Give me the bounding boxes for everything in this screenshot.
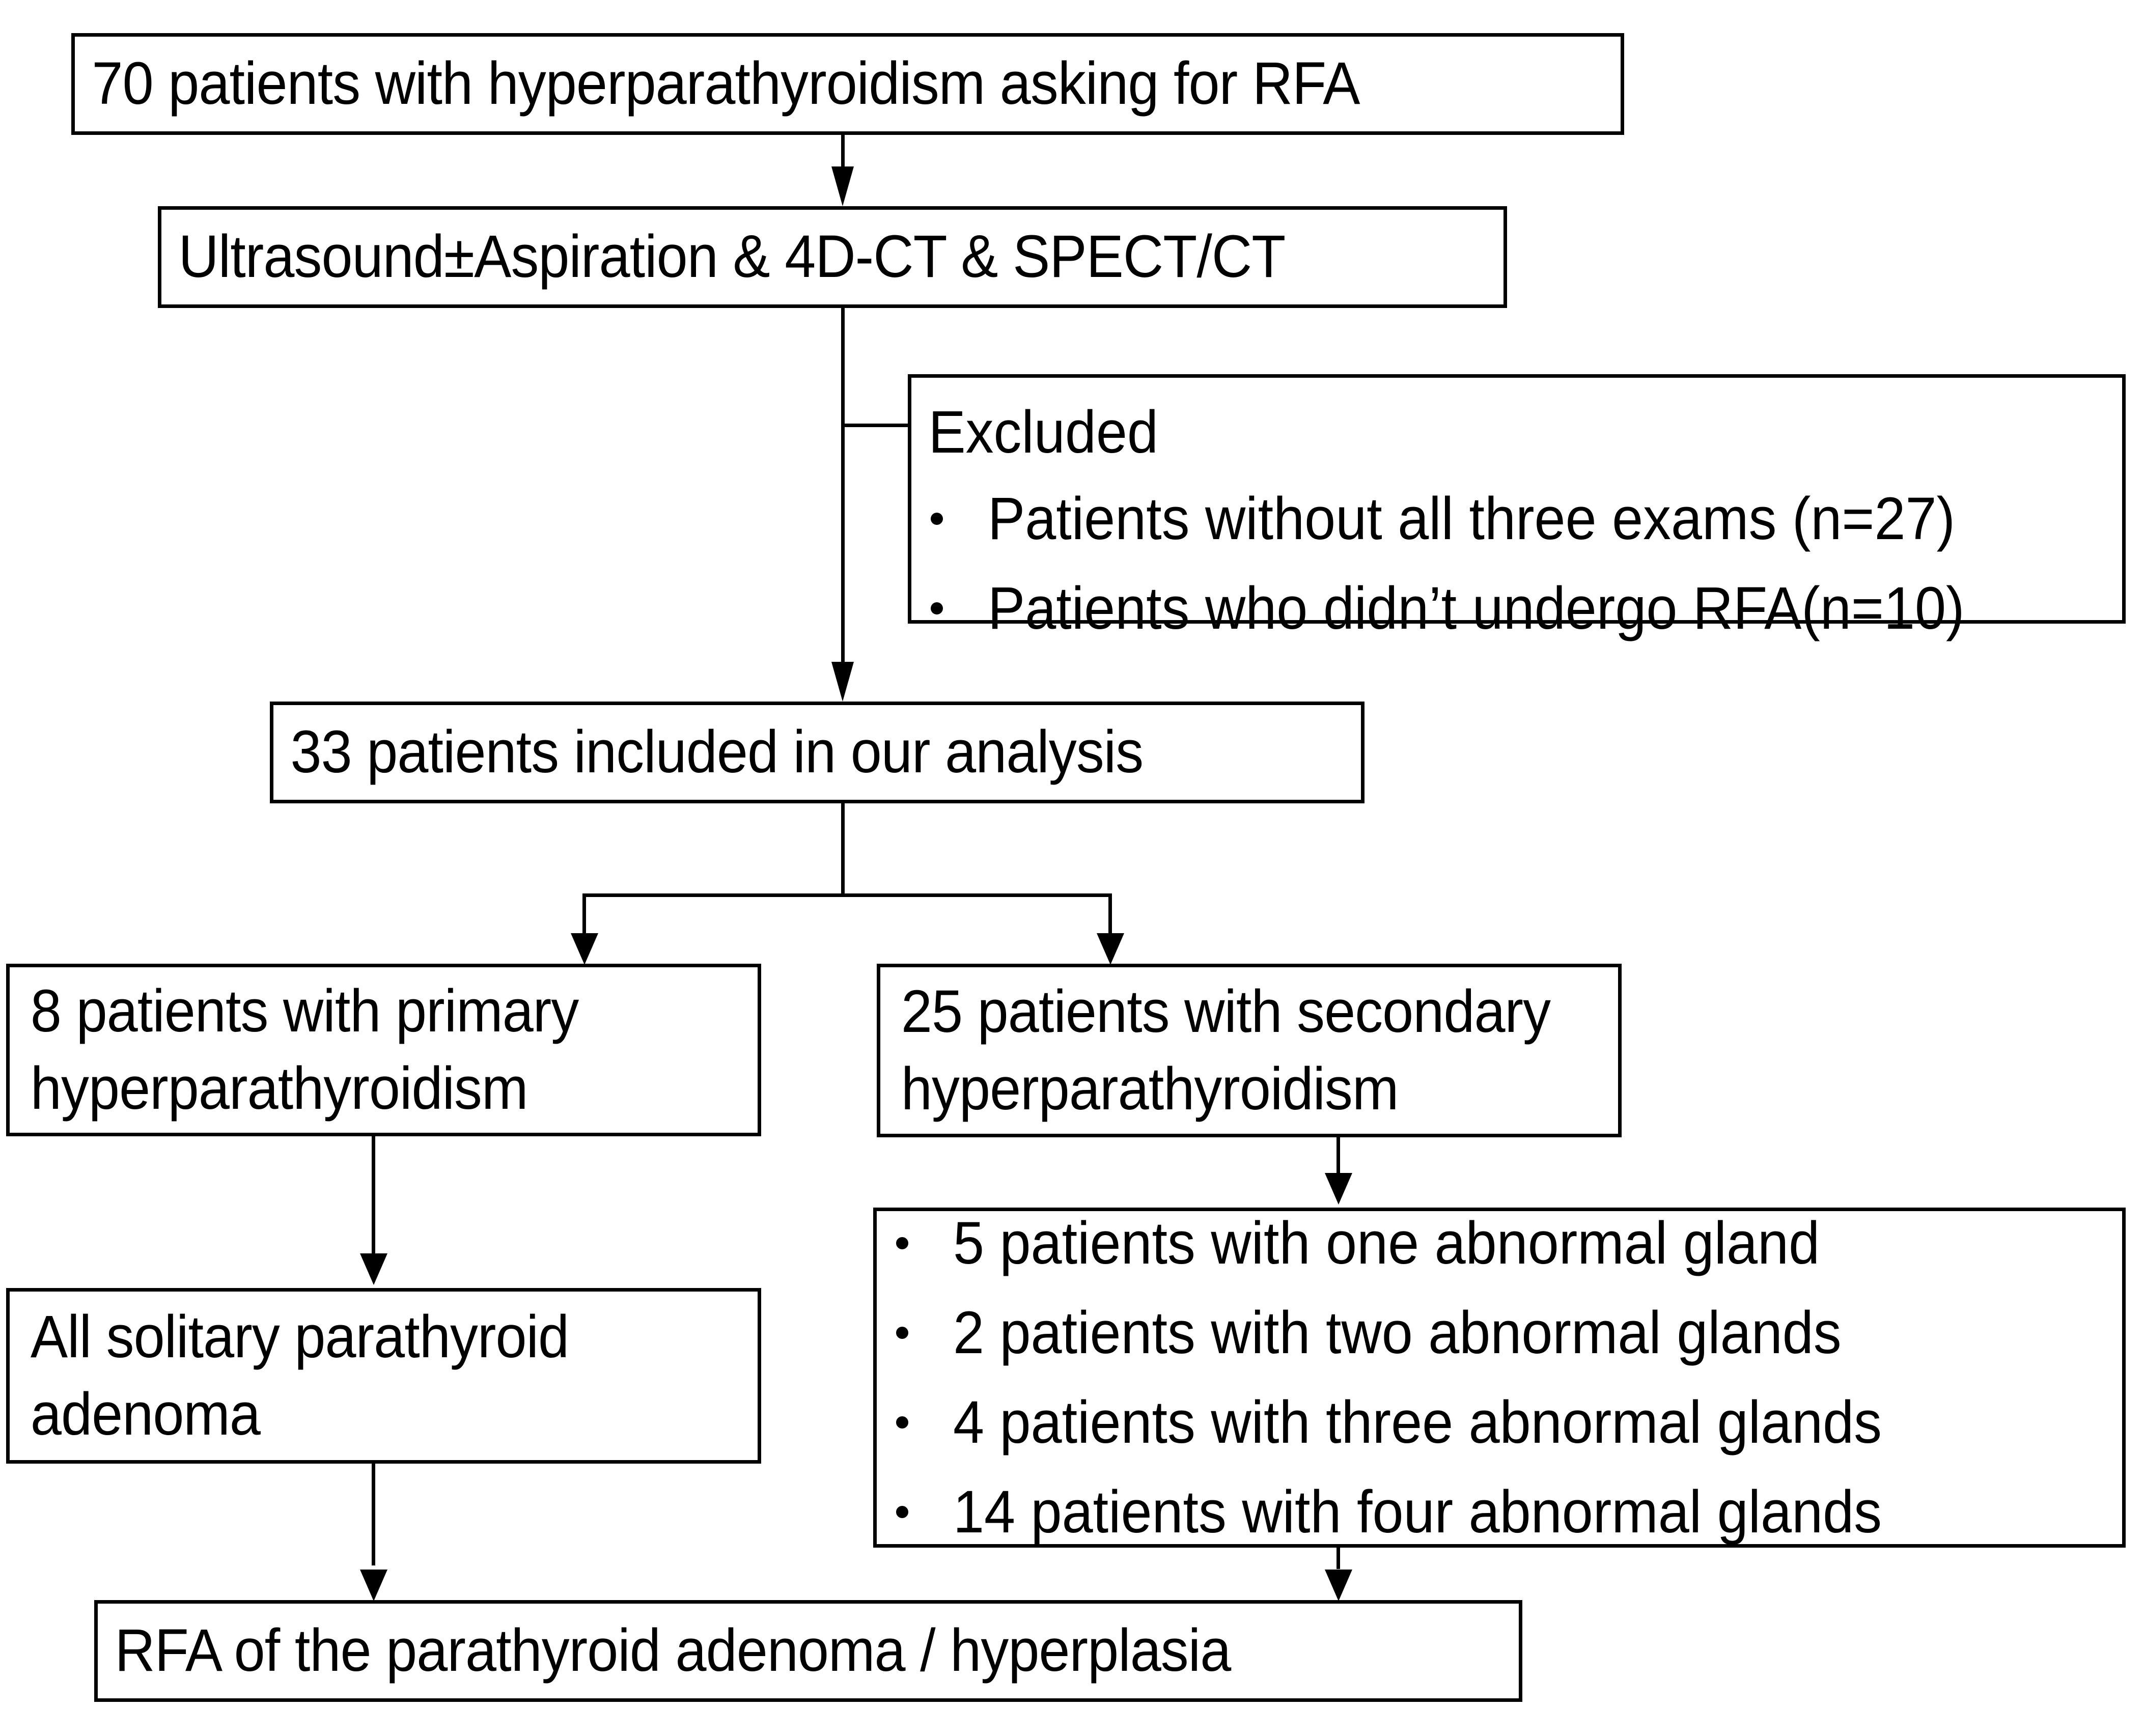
breakdown-item-text: 2 patients with two abnormal glands <box>953 1299 1842 1366</box>
connector-enrolled-to-imaging <box>841 135 845 175</box>
bullet-dot-icon <box>896 1416 908 1429</box>
connector-primary-to-outcome <box>372 1136 375 1258</box>
arrowhead-breakdown-to-treatment <box>1325 1570 1352 1601</box>
node-primary-outcome: All solitary parathyroid adenoma <box>6 1288 761 1464</box>
breakdown-list: 5 patients with one abnormal gland 2 pat… <box>877 1213 2122 1542</box>
node-secondary-breakdown: 5 patients with one abnormal gland 2 pat… <box>873 1208 2126 1548</box>
bullet-dot-icon <box>896 1327 908 1339</box>
excluded-item-text: Patients without all three exams (n=27) <box>988 485 1956 552</box>
node-treatment-label: RFA of the parathyroid adenoma / hyperpl… <box>115 1617 1231 1685</box>
arrowhead-secondary-to-breakdown <box>1325 1173 1352 1205</box>
list-item: 14 patients with four abnormal glands <box>877 1482 2122 1542</box>
breakdown-item-text: 14 patients with four abnormal glands <box>953 1478 1882 1546</box>
node-excluded-heading: Excluded <box>928 399 1158 466</box>
arrowhead-to-primary <box>571 933 598 965</box>
node-enrolled-label: 70 patients with hyperparathyroidism ask… <box>92 50 1360 118</box>
arrowhead-enrolled-to-imaging <box>831 166 854 206</box>
breakdown-item-text: 4 patients with three abnormal glands <box>953 1389 1882 1456</box>
excluded-item-text: Patients who didn’t undergo RFA(n=10) <box>988 575 1965 642</box>
node-primary-outcome-line2: adenoma <box>30 1380 261 1448</box>
node-primary-outcome-line1: All solitary parathyroid <box>30 1303 569 1371</box>
connector-to-excluded <box>841 424 911 427</box>
connector-secondary-to-breakdown <box>1336 1137 1340 1178</box>
list-item: 4 patients with three abnormal glands <box>877 1392 2122 1452</box>
node-primary-hpt-line2: hyperparathyroidism <box>30 1054 528 1122</box>
connector-breakdown-to-treatment <box>1336 1548 1340 1569</box>
bullet-dot-icon <box>896 1237 908 1249</box>
connector-to-primary <box>582 893 586 960</box>
connector-outcome-to-treatment <box>372 1464 375 1565</box>
node-secondary-hpt: 25 patients with secondary hyperparathyr… <box>877 964 1622 1137</box>
list-item: Patients without all three exams (n=27) <box>911 489 2122 549</box>
node-primary-hpt-line1: 8 patients with primary <box>30 977 579 1045</box>
node-enrolled: 70 patients with hyperparathyroidism ask… <box>71 33 1624 135</box>
arrowhead-to-secondary <box>1097 933 1124 965</box>
list-item: 2 patients with two abnormal glands <box>877 1303 2122 1363</box>
bullet-dot-icon <box>931 513 943 525</box>
connector-included-stem <box>841 803 845 897</box>
connector-split-bar <box>582 893 1112 897</box>
node-primary-hpt: 8 patients with primary hyperparathyroid… <box>6 964 761 1136</box>
node-secondary-hpt-line1: 25 patients with secondary <box>901 978 1551 1046</box>
list-item: Patients who didn’t undergo RFA(n=10) <box>911 578 2122 638</box>
arrowhead-outcome-to-treatment <box>360 1570 387 1601</box>
node-included-label: 33 patients included in our analysis <box>290 718 1144 786</box>
node-included: 33 patients included in our analysis <box>270 702 1365 803</box>
node-excluded: Excluded Patients without all three exam… <box>908 374 2126 638</box>
node-imaging-label: Ultrasound±Aspiration & 4D-CT & SPECT/CT <box>178 223 1286 291</box>
bullet-dot-icon <box>896 1506 908 1518</box>
arrowhead-primary-to-outcome <box>360 1253 387 1285</box>
excluded-list: Patients without all three exams (n=27) … <box>911 489 2122 638</box>
node-secondary-hpt-line2: hyperparathyroidism <box>901 1055 1399 1123</box>
connector-to-secondary <box>1108 893 1112 960</box>
arrowhead-imaging-to-included <box>831 662 854 702</box>
node-treatment: RFA of the parathyroid adenoma / hyperpl… <box>94 1600 1522 1702</box>
connector-imaging-to-included <box>841 308 845 669</box>
list-item: 5 patients with one abnormal gland <box>877 1213 2122 1273</box>
node-imaging: Ultrasound±Aspiration & 4D-CT & SPECT/CT <box>158 206 1507 308</box>
breakdown-item-text: 5 patients with one abnormal gland <box>953 1210 1820 1277</box>
bullet-dot-icon <box>931 602 943 614</box>
